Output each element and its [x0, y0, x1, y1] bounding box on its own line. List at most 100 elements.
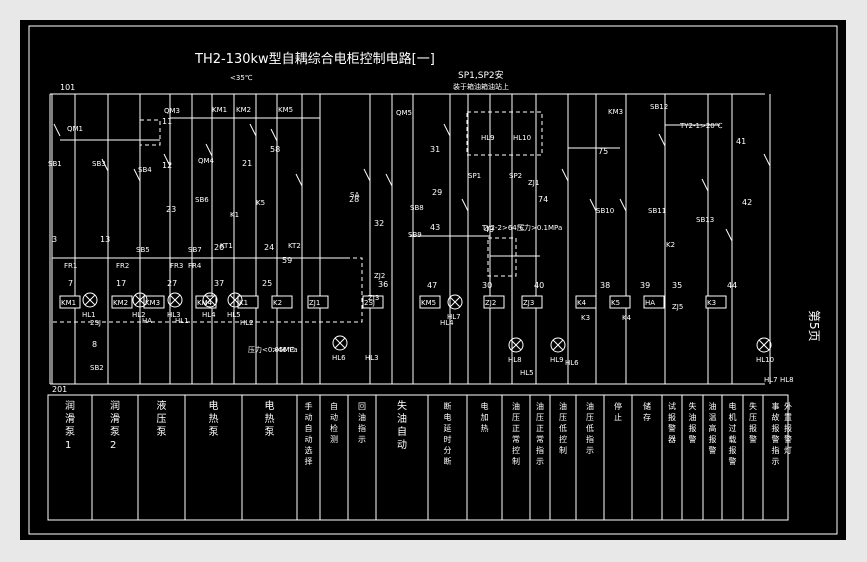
component-label: HL9 [481, 134, 495, 142]
component-label: HL4 [440, 319, 454, 327]
legend-cell-text: 过 [729, 423, 737, 433]
component-label: FR4 [188, 262, 202, 270]
node-number: 36 [378, 280, 388, 289]
lamp-label: HL2 [132, 311, 146, 319]
legend-cell-text: 液 [157, 399, 167, 412]
node-number: 21 [242, 159, 252, 168]
component-label: HL5 [520, 369, 534, 377]
coil-box [111, 295, 133, 309]
legend-cell-text: 时 [444, 434, 452, 444]
legend-cell-text: 低 [559, 423, 567, 433]
contact-symbol [101, 158, 109, 172]
component-label: SB7 [188, 246, 202, 254]
coil-box [575, 295, 597, 309]
node-label: 201 [52, 385, 67, 394]
function-legend-table: 润滑泵1润滑泵2液压泵电热泵电热泵手动自动选择自动检测回油指示失油自动断电延时分… [47, 394, 792, 521]
coil-label: K2 [273, 299, 282, 307]
legend-cell-text: 泵 [110, 426, 120, 438]
legend-cell-text: 外 [784, 401, 792, 411]
component-label: SB11 [648, 207, 666, 215]
node-number: 42 [742, 198, 752, 207]
component-label: <35℃ [230, 74, 253, 82]
dashed-box-qm3 [139, 119, 161, 146]
legend-cell-text: 泵 [265, 426, 275, 438]
node-number: 25 [262, 279, 272, 288]
contact-symbol [163, 153, 171, 167]
node-number: 29 [432, 188, 442, 197]
legend-cell-text: 1 [65, 440, 71, 451]
node-number: 27 [167, 279, 177, 288]
contact-symbol [385, 173, 393, 187]
lamp-cross [204, 294, 216, 306]
node-number: 23 [166, 205, 176, 214]
legend-cell-text: 失 [397, 399, 407, 412]
legend-cell-text: 常 [512, 435, 520, 444]
legend-cell-text: 指 [586, 434, 594, 444]
legend-cell-text: 油 [586, 401, 594, 411]
legend-cell-text: 警 [689, 434, 697, 444]
legend-cell-text: 油 [559, 401, 567, 411]
lamp-icon [132, 292, 148, 308]
coil-box [59, 295, 81, 309]
legend-cell-text: 电 [265, 399, 275, 412]
node-number: 17 [116, 279, 126, 288]
node-number: 59 [282, 256, 292, 265]
component-label: KT1 [220, 242, 233, 250]
legend-cell-text: 泵 [65, 426, 75, 438]
legend-cell-text: 回 [358, 402, 366, 411]
coil-box [521, 295, 543, 309]
node-number: 35 [672, 281, 682, 290]
lamp-label: HL4 [202, 311, 216, 319]
lamp-cross [229, 294, 241, 306]
node-number: 7 [68, 279, 73, 288]
legend-cell-text: 油 [397, 412, 407, 425]
component-label: 2SJ [90, 319, 101, 327]
component-label: K3 [581, 314, 590, 322]
legend-cell-text: 警 [749, 434, 757, 444]
legend-cell-text: 警 [729, 456, 737, 466]
component-label: SP1 [468, 172, 481, 180]
component-label: SB4 [138, 166, 152, 174]
component-label: ZJ3 [368, 294, 379, 302]
node-number: 31 [430, 145, 440, 154]
legend-cell-text: 压 [559, 413, 567, 422]
coil-box [419, 295, 441, 309]
lamp-icon [227, 292, 243, 308]
legend-cell-text: 报 [709, 434, 717, 444]
contact-symbol [589, 198, 597, 212]
legend-cell-text: 滑 [110, 413, 120, 425]
legend-cell-text: 油 [358, 412, 366, 422]
legend-cell-text: 制 [512, 456, 520, 466]
node-number: 40 [534, 281, 544, 290]
sp-note: SP1,SP2安 [458, 69, 504, 81]
component-label: FR3 [170, 262, 183, 270]
node-number: 30 [482, 281, 492, 290]
component-label: SB2 [90, 364, 104, 372]
legend-cell-text: 正 [512, 424, 520, 433]
legend-cell-text: 自 [330, 401, 338, 411]
legend-cell-text: 润 [110, 399, 120, 412]
component-label: KT2 [288, 242, 301, 250]
lamp-cross [84, 294, 96, 306]
legend-cell-text: 温 [709, 413, 717, 422]
coil-label: KM4 [197, 299, 213, 307]
legend-cell-text: 高 [709, 423, 717, 433]
legend-cell-text: 电 [444, 412, 452, 422]
component-label: SP2 [509, 172, 522, 180]
legend-cell-text: 热 [481, 423, 489, 433]
component-label: SB13 [696, 216, 714, 224]
lamp-cross [449, 296, 461, 308]
component-label: FR1 [64, 262, 77, 270]
component-label: HA [142, 317, 152, 325]
sp-note-2: 装于箱油箱油站上 [453, 82, 509, 91]
component-label: KM3 [608, 108, 623, 116]
component-label: QM5 [396, 109, 412, 117]
lamp-label: HL10 [756, 356, 774, 364]
coil-box [609, 295, 631, 309]
contact-symbol [295, 173, 303, 187]
legend-cell-text: 选 [305, 445, 313, 455]
legend-cell-text: 自 [305, 423, 313, 433]
legend-cell-text: 热 [209, 412, 219, 425]
coil-box [362, 295, 384, 309]
